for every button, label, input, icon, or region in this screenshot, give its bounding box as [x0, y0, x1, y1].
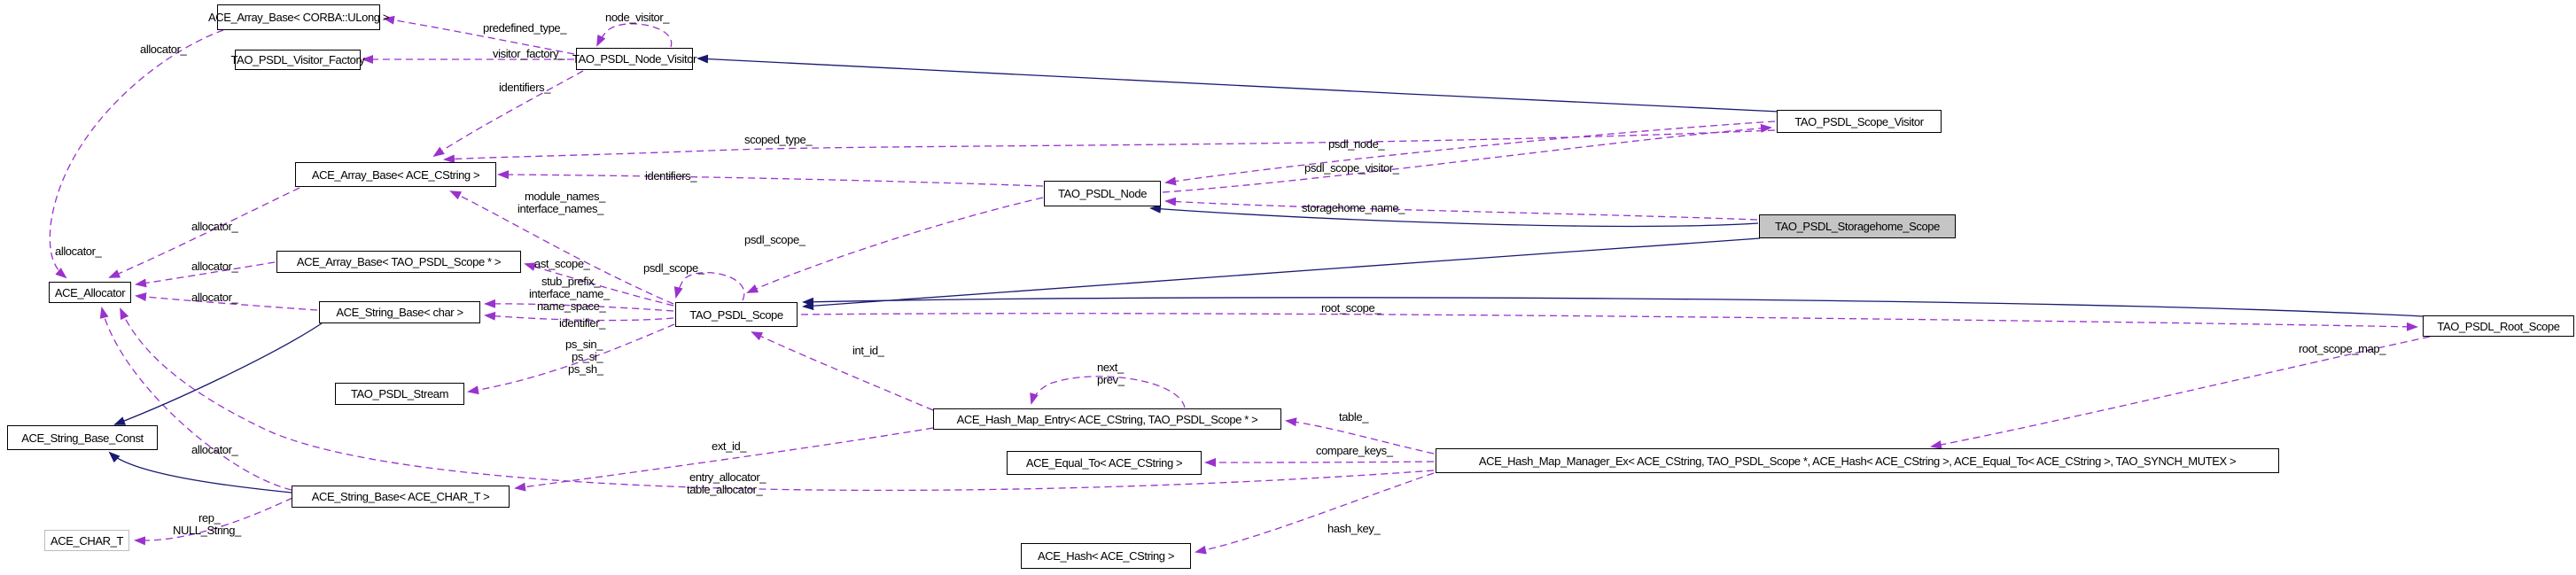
- edge-cstringarray-allocator: [108, 187, 300, 278]
- edge-label-allocator-5: allocator_: [191, 291, 238, 304]
- edge-label-scoped-type: scoped_type_: [744, 133, 813, 146]
- node-tao-psdl-root-scope[interactable]: TAO_PSDL_Root_Scope: [2423, 315, 2574, 337]
- node-ace-array-base-cstring[interactable]: ACE_Array_Base< ACE_CString >: [295, 162, 496, 187]
- edge-label-identifiers-2: identifiers_: [645, 169, 697, 183]
- edge-label-table: table_: [1339, 410, 1369, 423]
- node-ace-equal-to-cstring[interactable]: ACE_Equal_To< ACE_CString >: [1007, 451, 1202, 475]
- edge-label-ps-si: ps_si_: [572, 350, 603, 363]
- edge-rootscope-scope: [802, 297, 2424, 317]
- node-tao-psdl-visitor-factory[interactable]: TAO_PSDL_Visitor_Factory: [230, 50, 365, 70]
- edge-entry-selfloop: [1030, 376, 1186, 408]
- edge-identifiers-node: [497, 170, 1044, 187]
- edge-psdl-scope-visitor: [1162, 123, 1772, 193]
- node-ace-string-base-ace-char-t[interactable]: ACE_String_Base< ACE_CHAR_T >: [292, 486, 510, 508]
- edge-root-scope: [800, 313, 2418, 331]
- node-tao-psdl-scope[interactable]: TAO_PSDL_Scope: [675, 302, 798, 327]
- edge-label-identifier: identifier_: [559, 316, 605, 330]
- edge-storagehome-scope: [802, 237, 1761, 311]
- edge-label-int-id: int_id_: [852, 344, 884, 357]
- edge-label-root-scope: root_scope_: [1321, 301, 1381, 315]
- edge-label-ext-id: ext_id_: [712, 439, 747, 453]
- node-ace-allocator[interactable]: ACE_Allocator: [49, 282, 131, 303]
- edge-int-id: [751, 331, 934, 411]
- edge-scopearray-allocator: [135, 261, 276, 288]
- node-ace-array-base-scope-ptr[interactable]: ACE_Array_Base< TAO_PSDL_Scope * >: [276, 251, 521, 273]
- edge-label-allocator-1: allocator_: [140, 43, 187, 56]
- edge-label-interface-names: interface_names_: [518, 202, 603, 215]
- edge-table: [1285, 417, 1435, 455]
- edge-label-allocator-3: allocator_: [191, 220, 238, 233]
- node-ace-hash-map-manager-ex[interactable]: ACE_Hash_Map_Manager_Ex< ACE_CString, TA…: [1436, 448, 2279, 473]
- edge-module-names: [449, 190, 674, 305]
- node-tao-psdl-stream[interactable]: TAO_PSDL_Stream: [335, 383, 464, 405]
- edge-psdl-scope-node: [746, 197, 1044, 293]
- edge-label-allocator-4: allocator_: [191, 260, 238, 273]
- edge-label-module-names: module_names_: [525, 190, 605, 203]
- edge-label-visitor-factory: visitor_factory_: [493, 47, 565, 60]
- edge-ps-stream: [467, 323, 675, 395]
- edge-storagehome-node: [1149, 204, 1759, 228]
- edge-label-compare-keys: compare_keys_: [1316, 444, 1393, 457]
- edge-label-root-scope-map: root_scope_map_: [2299, 342, 2386, 355]
- edge-label-allocator-2: allocator_: [55, 245, 102, 258]
- node-ace-hash-map-entry[interactable]: ACE_Hash_Map_Entry< ACE_CString, TAO_PSD…: [933, 408, 1281, 430]
- edge-label-interface-name: interface_name_: [529, 287, 610, 300]
- node-ace-char-t: ACE_CHAR_T: [44, 530, 129, 551]
- edge-manager-allocator: [120, 307, 1435, 492]
- edge-storagehome-name: [1164, 197, 1758, 221]
- edge-label-table-allocator: table_allocator_: [687, 483, 763, 496]
- edge-hash-key: [1195, 472, 1435, 555]
- edge-label-psdl-scope-1: psdl_scope_: [744, 233, 805, 246]
- edge-label-hash-key: hash_key_: [1327, 522, 1381, 535]
- edge-psdl-node: [1164, 120, 1776, 186]
- edge-label-psdl-node: psdl_node_: [1328, 137, 1385, 151]
- edge-label-prev: prev_: [1097, 373, 1125, 386]
- edge-label-ps-sin: ps_sin_: [565, 338, 603, 351]
- edge-scopevisitor-nodevisitor: [697, 54, 1780, 113]
- edge-node-visitor-selfloop: [596, 23, 673, 48]
- edge-label-storagehome-name: storagehome_name_: [1302, 201, 1405, 214]
- node-tao-psdl-node[interactable]: TAO_PSDL_Node: [1044, 181, 1161, 206]
- edge-label-ast-scope: ast_scope_: [534, 257, 590, 270]
- edge-stub-prefix-upper: [484, 299, 674, 312]
- edge-label-next: next_: [1097, 361, 1124, 374]
- edge-achartstring-allocator: [99, 307, 292, 491]
- edge-scoped-type: [443, 129, 1776, 164]
- node-ace-hash-cstring[interactable]: ACE_Hash< ACE_CString >: [1021, 543, 1191, 569]
- edge-psdl-scope-selfloop: [673, 272, 745, 301]
- edge-identifiers-nodevisitor: [432, 70, 584, 158]
- edge-label-allocator-6: allocator_: [191, 443, 238, 456]
- edge-charstring-allocator: [135, 292, 318, 311]
- edge-charstring-stringbaseconst: [113, 322, 323, 425]
- node-ace-array-base-ulong[interactable]: ACE_Array_Base< CORBA::ULong >: [208, 4, 389, 30]
- edge-label-identifiers-1: identifiers_: [499, 81, 551, 94]
- edge-stub-prefix-lower: [484, 311, 674, 322]
- node-tao-psdl-node-visitor[interactable]: TAO_PSDL_Node_Visitor: [572, 48, 697, 70]
- edge-label-predefined-type: predefined_type_: [483, 21, 567, 35]
- edge-achartstring-stringbaseconst: [108, 451, 292, 493]
- edge-label-ps-sh: ps_sh_: [568, 362, 603, 376]
- edge-predefined-type: [383, 15, 575, 55]
- node-ace-string-base-const[interactable]: ACE_String_Base_Const: [7, 425, 158, 450]
- node-tao-psdl-storagehome-scope: TAO_PSDL_Storagehome_Scope: [1759, 214, 1956, 238]
- edge-ast-scope: [524, 262, 674, 307]
- edge-ext-id: [514, 427, 934, 492]
- edge-label-name-space: name_space_: [537, 299, 606, 313]
- edge-label-stub-prefix: stub_prefix_: [541, 275, 601, 288]
- edge-ulong-allocator: [49, 29, 224, 279]
- edge-root-scope-map: [1930, 336, 2431, 449]
- node-tao-psdl-scope-visitor[interactable]: TAO_PSDL_Scope_Visitor: [1777, 110, 1942, 133]
- edge-label-null-string: NULL_String_: [173, 524, 241, 537]
- edge-rep-null-string: [134, 497, 293, 546]
- edge-label-entry-allocator: entry_allocator_: [689, 470, 767, 484]
- edge-label-node-visitor: node_visitor_: [605, 11, 670, 24]
- edge-label-psdl-scope-visitor: psdl_scope_visitor_: [1304, 161, 1399, 175]
- node-ace-string-base-char[interactable]: ACE_String_Base< char >: [319, 301, 480, 323]
- edge-label-rep: rep_: [198, 511, 221, 524]
- edge-label-psdl-scope-2: psdl_scope_: [643, 261, 704, 275]
